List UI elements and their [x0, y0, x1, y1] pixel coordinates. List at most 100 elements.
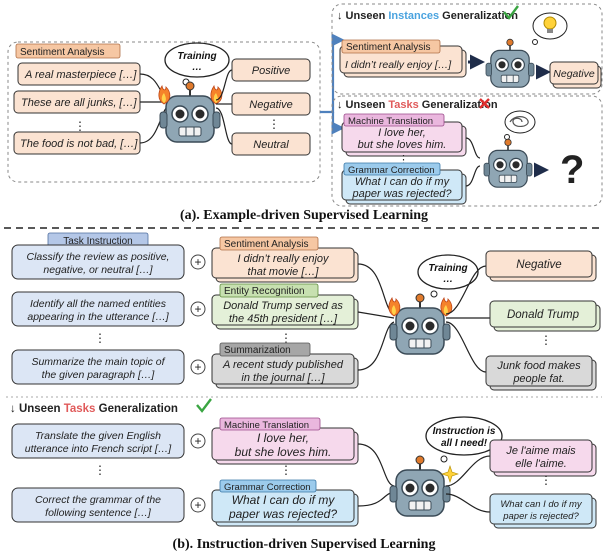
panel-b-unseen-connector-out-1 [445, 455, 491, 487]
panel-b-output-2-line1: Donald Trump [507, 309, 580, 321]
panel-a-output-1-text: Positive [252, 65, 291, 77]
panel-b-task-summarization: Summarization A recent study published i… [211, 342, 359, 389]
panel-b-unseen-output-1-line2: elle l'aime. [515, 458, 567, 470]
panel-b-connector-in-2 [357, 311, 395, 319]
panel-b-task-sentiment-tag: Sentiment Analysis [224, 239, 309, 250]
heading-keyword: Tasks [388, 99, 418, 111]
panel-b-unseen-task-translation-line2: but she loves him. [235, 445, 332, 459]
svg-text:+: + [194, 302, 201, 316]
panel-a-output-2-text: Negative [249, 99, 292, 111]
panel-b-unseen-instruction-2-line1: Correct the grammar of the [35, 494, 161, 506]
panel-b-output-3: Junk food makes people fat. [485, 355, 597, 391]
panel-a-input-ellipsis: ⋮ [74, 119, 86, 133]
panel-a-output-ellipsis: ⋮ [268, 117, 280, 131]
panel-b-instruction-3-line2: the given paragraph […] [42, 369, 156, 381]
plus-icon: + [190, 359, 206, 375]
panel-b-output-1: Negative [485, 250, 597, 282]
plus-icon: + [190, 433, 206, 449]
panel-b-instruction-bubble: Instruction is all I need! [425, 416, 503, 463]
panel-a-task-grammar-tag: Grammar Correction [348, 165, 435, 176]
heading-keyword: Tasks [64, 403, 96, 415]
panel-a-input-1: A real masterpiece […] [17, 62, 141, 86]
panel-b-connector-in-3 [357, 321, 395, 371]
panel-a-task-grammar-line2: paper was rejected? [351, 188, 452, 200]
panel-b-instruction-2-line2: appearing in the utterance […] [27, 311, 169, 323]
panel-b-unseen-instruction-1-line2: utterance into French script […] [25, 443, 173, 455]
panel-a-instances-output: Negative [549, 61, 602, 89]
panel-a-tasks-robot-icon [483, 138, 533, 188]
question-mark-icon: ? [560, 148, 584, 192]
panel-b-training-ellipsis: … [443, 274, 453, 285]
panel-a-caption: (a). Example-driven Supervised Learning [180, 208, 428, 223]
sparkle-icon [441, 465, 459, 483]
panel-b-unseen-instruction-ellipsis: ⋮ [94, 463, 106, 477]
panel-b-output-1-line1: Negative [516, 259, 561, 271]
panel-a-training-text: Training [177, 51, 216, 62]
panel-b-unseen-connector-in-1 [357, 443, 395, 487]
panel-b-task-entity-line1: Donald Trump served as [223, 300, 343, 312]
panel-b-output-2: Donald Trump [489, 300, 601, 332]
panel-a-task-ellipsis: ⋮ [398, 154, 409, 166]
panel-b-instruction-ellipsis: ⋮ [94, 331, 106, 345]
lightbulb-icon [543, 16, 557, 33]
panel-b-instruction-bubble-line1: Instruction is [433, 426, 496, 437]
panel-a-output-3: Neutral [231, 132, 311, 156]
panel-b-task-summarization-line2: in the journal […] [241, 372, 325, 384]
panel-b-unseen-task-translation-tag: Machine Translation [224, 420, 309, 431]
panel-b-instruction-1: Classify the review as positive, negativ… [11, 244, 185, 280]
panel-b-instruction-2-line1: Identify all the named entities [30, 298, 167, 310]
panel-b-training-text: Training [428, 263, 467, 274]
plus-icon: + [190, 497, 206, 513]
heading-keyword: Instances [388, 10, 439, 22]
panel-b-task-entity-tag: Entity Recognition [224, 286, 305, 297]
panel-a-tasks-connector-2 [465, 165, 481, 187]
panel-b-instruction-1-line2: negative, or neutral […] [43, 264, 153, 276]
panel-a-unseen-instances-heading: ↓ Unseen Instances Generalization [337, 10, 518, 22]
panel-a-sentiment-tag-label: Sentiment Analysis [20, 47, 105, 58]
panel-b-unseen-task-translation-line1: I love her, [257, 431, 309, 445]
panel-a-instances-input-text: I didn’t really enjoy […] [345, 59, 452, 71]
panel-b-connector-out-1 [445, 265, 487, 315]
panel-a-instances-tag: Sentiment Analysis [346, 42, 431, 53]
panel-a-unseen-instances-frame [331, 3, 603, 95]
panel-b-unseen-output-ellipsis: ⋮ [540, 473, 552, 487]
heading-prefix: ↓ Unseen [10, 403, 64, 415]
heading-suffix: Generalization [439, 10, 518, 22]
heading-prefix: ↓ Unseen [337, 10, 388, 22]
panel-a-output-3-text: Neutral [253, 139, 289, 151]
panel-b-caption: (b). Instruction-driven Supervised Learn… [173, 537, 436, 552]
panel-b-training-bubble: Training … [417, 254, 479, 298]
panel-b-connector-out-3 [445, 321, 487, 373]
panel-a-sentiment-tag: Sentiment Analysis [15, 43, 121, 59]
panel-b-task-entity-line2: the 45th president […] [229, 313, 338, 325]
heading-prefix: ↓ Unseen [337, 99, 388, 111]
panel-b-instruction-2: Identify all the named entities appearin… [11, 291, 185, 327]
panel-a-training-bubble: Training … [164, 42, 230, 86]
check-icon [196, 398, 212, 413]
panel-b-unseen-connector-out-2 [445, 493, 491, 513]
panel-a-task-grammar-line1: What I can do if my [355, 176, 451, 188]
panel-b-unseen-task-grammar-line1: What I can do if my [232, 493, 336, 507]
panel-b-output-3-line2: people fat. [512, 373, 564, 385]
panel-a-output-2: Negative [231, 92, 311, 116]
panel-b-unseen-output-2: What can I do if my paper is rejected? [489, 493, 597, 529]
panel-a-instances-thought-bubble [532, 12, 568, 45]
panel-a-robot-icon [158, 81, 223, 143]
panel-a-input-3: The food is not bad, […] [13, 131, 141, 155]
panel-b-task-sentiment: Sentiment Analysis I didn’t really enjoy… [211, 236, 359, 283]
svg-text:+: + [194, 498, 201, 512]
panel-a-branch-arrow-tasks [331, 112, 345, 135]
panel-b-unseen-output-2-line1: What can I do if my [500, 499, 583, 510]
check-icon [503, 5, 519, 20]
panel-b-unseen-output-1: Je l'aime mais elle l'aime. [489, 439, 597, 477]
cross-icon [479, 98, 490, 109]
panel-b-task-ellipsis: ⋮ [280, 331, 292, 345]
panel-a-task-grammar: Grammar Correction What I can do if my p… [341, 162, 467, 205]
panel-a-task-translation-line2: but she loves him. [358, 139, 447, 151]
panel-b-unseen-instruction-2-line2: following sentence […] [45, 507, 152, 519]
panel-b-unseen-task-ellipsis: ⋮ [280, 463, 292, 477]
panel-b-instruction-3-line1: Summarize the main topic of [31, 356, 165, 368]
panel-b-robot-icon [388, 293, 453, 355]
heading-suffix: Generalization [95, 403, 177, 415]
